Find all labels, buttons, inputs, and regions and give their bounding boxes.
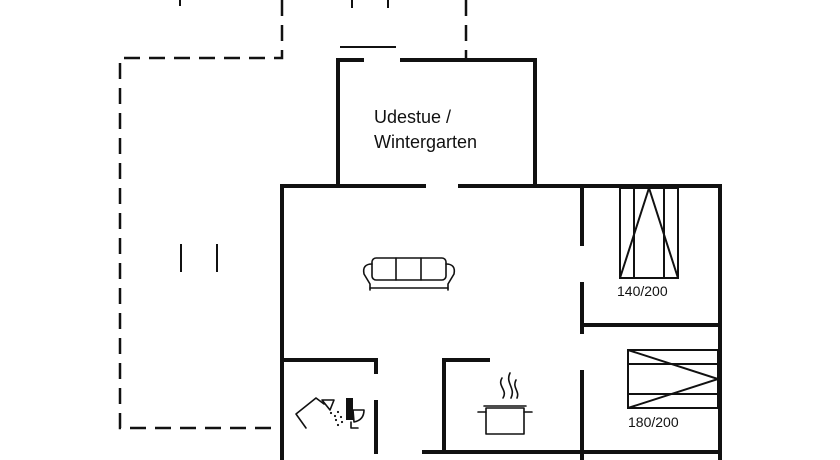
kitchen-walls — [442, 358, 490, 454]
bathroom-walls — [280, 358, 378, 454]
cooking-pot-icon — [477, 372, 533, 435]
toilet-icon — [346, 398, 365, 429]
sofa-icon — [362, 257, 456, 291]
shower-icon — [295, 397, 344, 429]
bed-2-size-label: 180/200 — [628, 414, 679, 430]
sunroom-label-line1: Udestue / — [374, 107, 451, 127]
sunroom-walls — [336, 46, 537, 188]
bedroom-partitions — [580, 184, 722, 460]
house-walls — [280, 184, 722, 460]
bed-180-200 — [627, 349, 722, 409]
bed-140-200 — [619, 184, 679, 279]
bed-1-size-label: 140/200 — [617, 283, 668, 299]
terrace-outline — [118, 0, 468, 430]
terrace-railing — [180, 244, 218, 272]
sunroom-label-line2: Wintergarten — [374, 132, 477, 152]
